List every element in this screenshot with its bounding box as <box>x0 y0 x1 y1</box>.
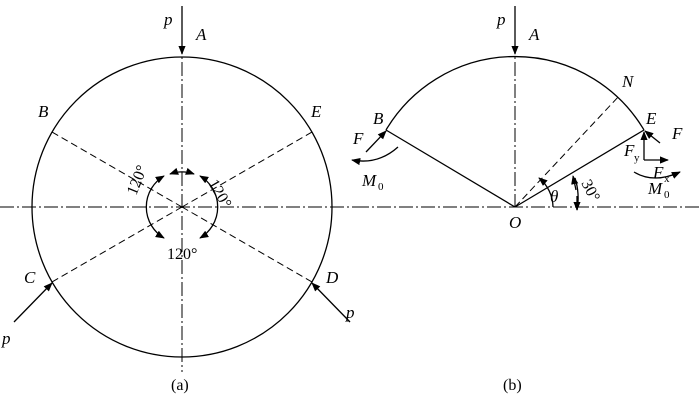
radius-O-E <box>514 129 645 208</box>
label-C: C <box>24 268 36 287</box>
label-A: A <box>195 25 207 44</box>
ring-arc-b <box>385 55 645 131</box>
force-arrow-B <box>365 130 387 153</box>
caption-b: (b) <box>503 377 522 394</box>
angle-label-bottom: 120° <box>167 246 197 263</box>
angle-arc-left <box>145 175 165 239</box>
radius-O-B <box>385 129 516 208</box>
angle-arc-top <box>169 167 195 175</box>
label-D: D <box>325 268 339 287</box>
label-O: O <box>509 213 521 232</box>
thirty-deg-arc <box>574 177 579 211</box>
ring-outline <box>31 56 333 358</box>
angle-label-left: 120° <box>124 163 151 198</box>
label-M0-left-sub: 0 <box>378 181 384 193</box>
label-p-top: p <box>163 10 173 29</box>
label-B: B <box>38 102 49 121</box>
label-M0-right: M <box>647 179 663 198</box>
moment-arrow-B <box>351 146 399 166</box>
label-M0-left: M <box>361 171 377 190</box>
label-Fy: F <box>623 141 635 160</box>
figure-a: p A B E C D p p 120° 120° 120° (a) <box>0 6 355 394</box>
label-B-b: B <box>373 109 384 128</box>
label-E: E <box>310 102 322 121</box>
label-p-C: p <box>1 329 11 348</box>
label-F-right: F <box>671 124 683 143</box>
radius-to-C <box>51 206 183 283</box>
moment-arrow-E <box>633 171 681 179</box>
force-arrow-E <box>644 130 661 144</box>
load-arrow-C <box>13 282 53 323</box>
label-N: N <box>621 72 635 91</box>
thirty-deg-tick-top <box>571 175 579 191</box>
radius-to-E <box>181 131 313 208</box>
angle-arc-right <box>199 175 219 239</box>
label-p-top-b: p <box>496 10 506 29</box>
label-M0-right-sub: 0 <box>664 189 670 201</box>
label-theta: θ <box>550 187 558 206</box>
figure-b: p A N B E O F M 0 F F y F x M 0 θ 30° (b… <box>351 6 700 394</box>
label-Fy-sub: y <box>634 152 640 164</box>
radius-to-B <box>51 131 183 208</box>
load-arrow-D <box>311 282 351 323</box>
radius-to-D <box>181 206 313 283</box>
angle-label-right: 120° <box>205 177 235 212</box>
label-A-b: A <box>528 25 540 44</box>
label-Fx: F <box>652 163 664 182</box>
label-E-b: E <box>645 109 657 128</box>
label-thirty-deg: 30° <box>577 177 603 205</box>
radius-O-N <box>514 94 621 208</box>
label-Fx-sub: x <box>664 173 670 185</box>
label-F-left: F <box>352 129 364 148</box>
caption-a: (a) <box>171 377 189 394</box>
theta-arc <box>538 177 554 208</box>
label-p-D: p <box>345 303 355 322</box>
